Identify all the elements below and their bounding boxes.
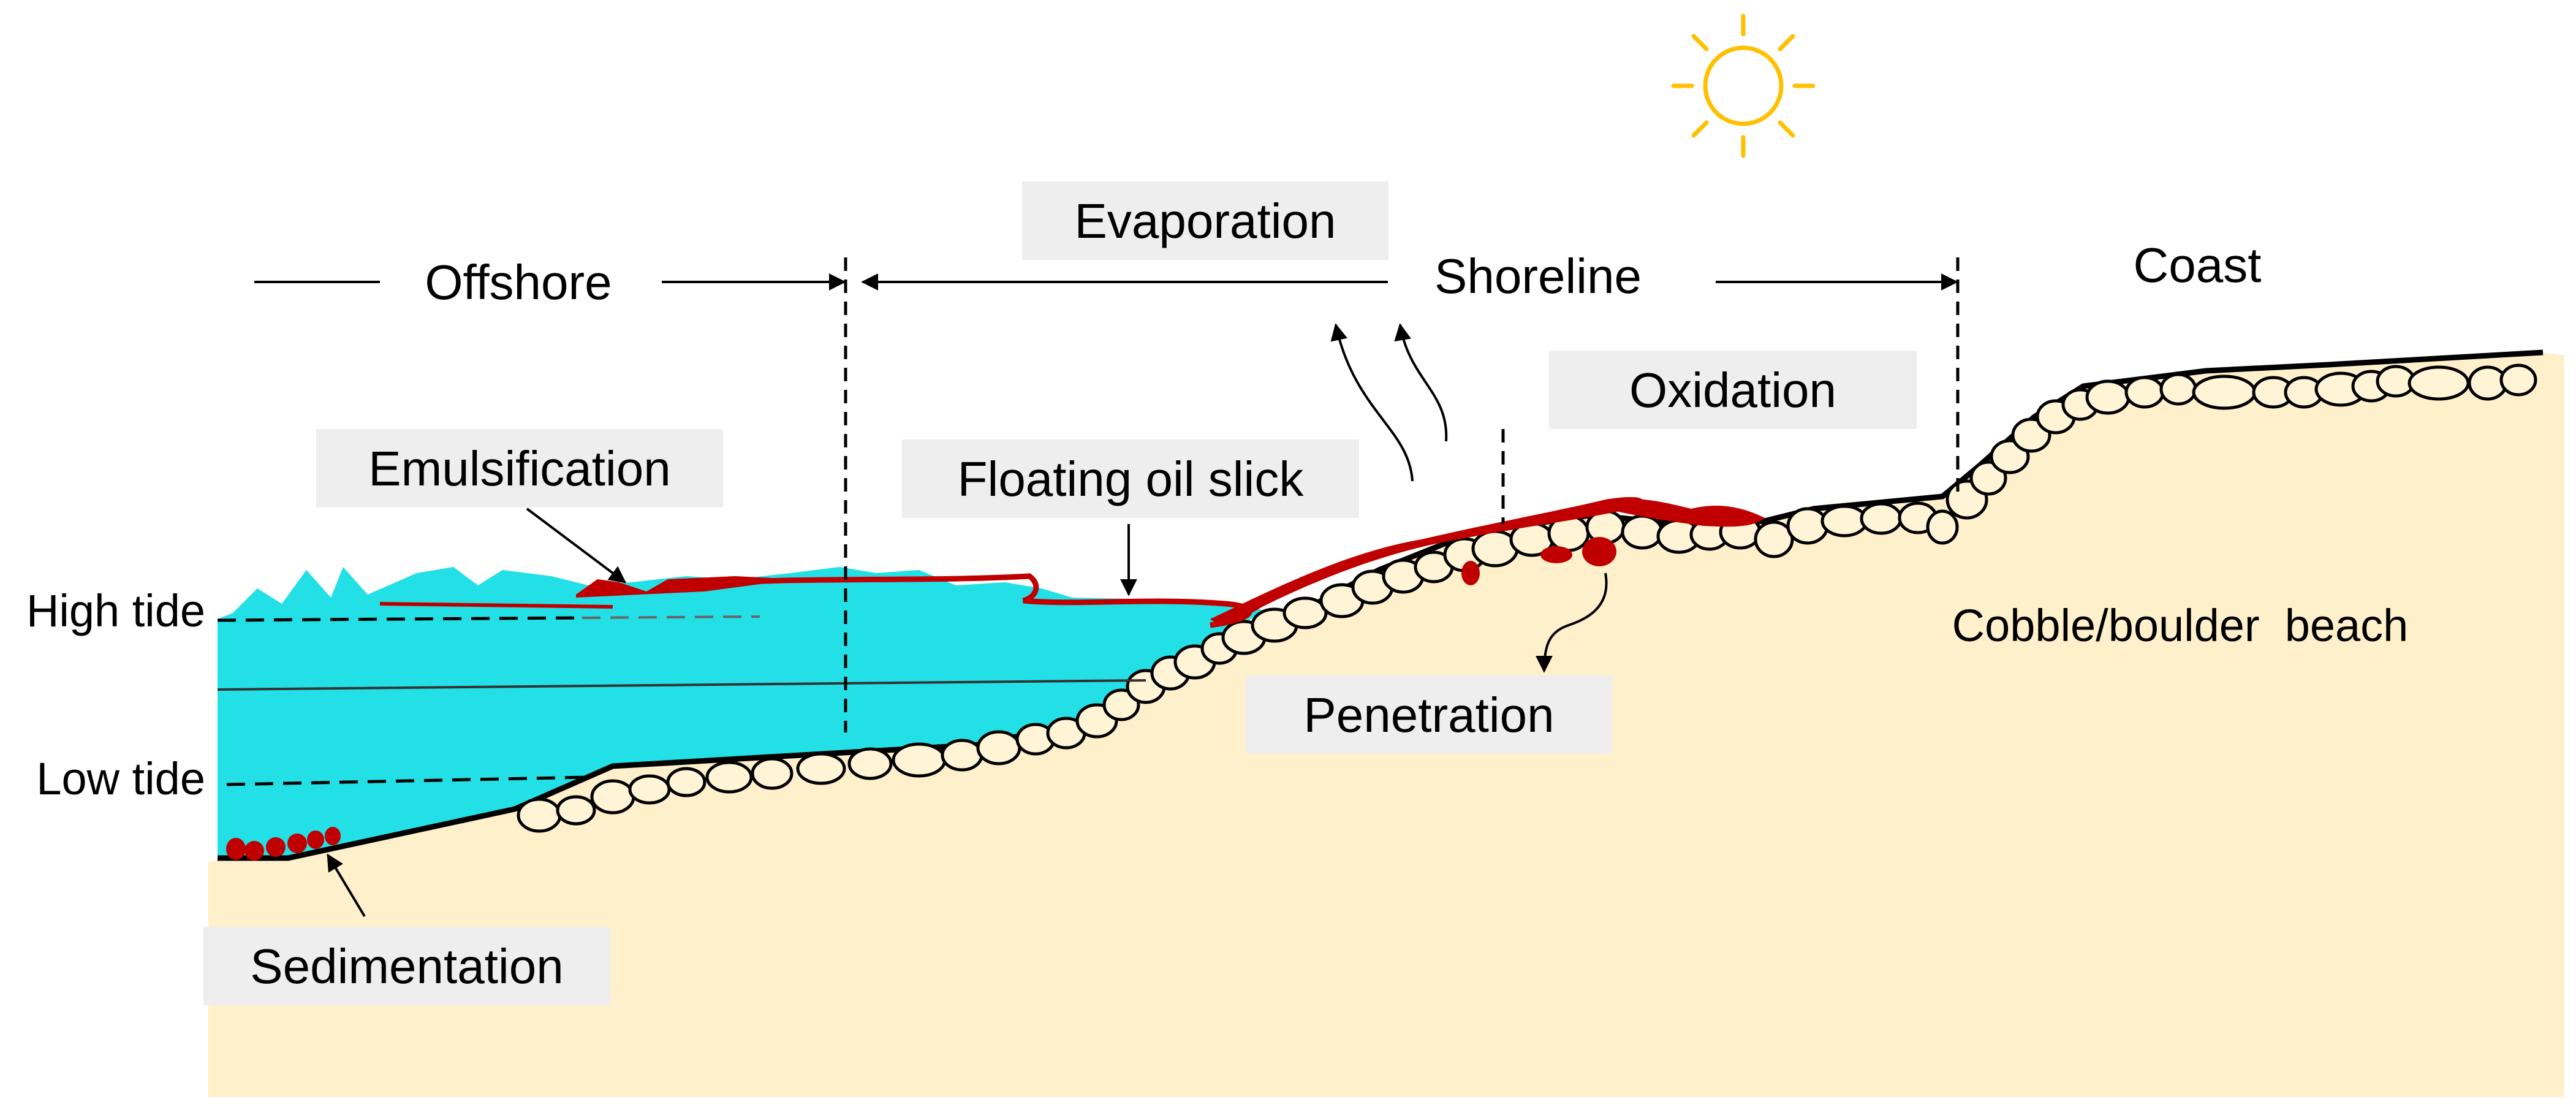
oxidation-label-box [1549, 351, 1917, 429]
high-tide-label: High tide [26, 585, 205, 636]
evaporation-arrow-2 [1394, 323, 1448, 442]
cobble-beach-label: Cobble/boulder beach [1952, 600, 2409, 651]
cobble-stone [590, 779, 635, 815]
cobble-stone [2085, 379, 2131, 415]
penetration-label: Penetration [1303, 688, 1554, 742]
cobble-stone [1786, 507, 1829, 545]
evaporation-label: Evaporation [1075, 194, 1336, 248]
floating-oil-slick-label: Floating oil slick [958, 452, 1305, 506]
cobble-stone [941, 739, 983, 772]
low-tide-label: Low tide [36, 753, 205, 804]
cobble-stone [666, 767, 707, 797]
cobble-stone [1754, 520, 1794, 558]
cobble-stone [2124, 376, 2165, 409]
mid-water-line [217, 679, 1146, 691]
cobble-stone [976, 730, 1021, 766]
cobble-stone [517, 797, 562, 833]
high-tide-line-faint [581, 615, 760, 619]
low-tide-line [226, 775, 589, 786]
emulsification-label: Emulsification [368, 441, 671, 496]
cobble-stone [1969, 460, 2007, 496]
coast-label: Coast [2134, 238, 2262, 292]
oxidation-label: Oxidation [1629, 363, 1836, 417]
cobble-stone [705, 761, 753, 794]
penetration-pointer [1536, 572, 1608, 673]
emulsification-pointer [526, 507, 627, 584]
surface-oil-line [379, 602, 613, 609]
cobble-stone [847, 747, 893, 780]
water-body [218, 567, 1262, 858]
oil-layer [1210, 496, 1765, 624]
cobble-stone [892, 742, 947, 778]
emulsification-oil-patch [576, 576, 797, 598]
cobble-stone [2499, 363, 2537, 397]
cobble-stone [2192, 374, 2257, 410]
shoreline-label: Shoreline [1434, 249, 1642, 303]
evaporation-arrow-1 [1330, 323, 1414, 482]
cobble-stone [628, 774, 671, 805]
floating-oil-slick-label-box [902, 439, 1359, 518]
cobble-stone [1860, 502, 1903, 535]
cobble-stone [751, 757, 794, 790]
cobble-stone [1926, 509, 1959, 545]
sediment-oil-blobs [226, 827, 341, 861]
cobble-stone [796, 752, 846, 785]
cobble-stone [1102, 688, 1140, 721]
cobble-stone [2159, 373, 2197, 406]
sedimentation-label: Sedimentation [250, 939, 563, 994]
high-tide-line [217, 616, 583, 622]
cobble-stone [556, 795, 596, 826]
penetration-label-box [1246, 675, 1612, 754]
sedimentation-pointer [327, 853, 366, 918]
sedimentation-label-box [203, 927, 610, 1005]
evaporation-label-box [1022, 181, 1388, 260]
offshore-label: Offshore [425, 255, 612, 310]
emulsification-label-box [316, 429, 723, 507]
cobble-stones [517, 363, 2537, 833]
cobble-stone [1621, 514, 1664, 550]
cobble-stone [1820, 504, 1868, 538]
sun-icon [1671, 13, 1816, 158]
cobble-stone [2407, 365, 2470, 401]
